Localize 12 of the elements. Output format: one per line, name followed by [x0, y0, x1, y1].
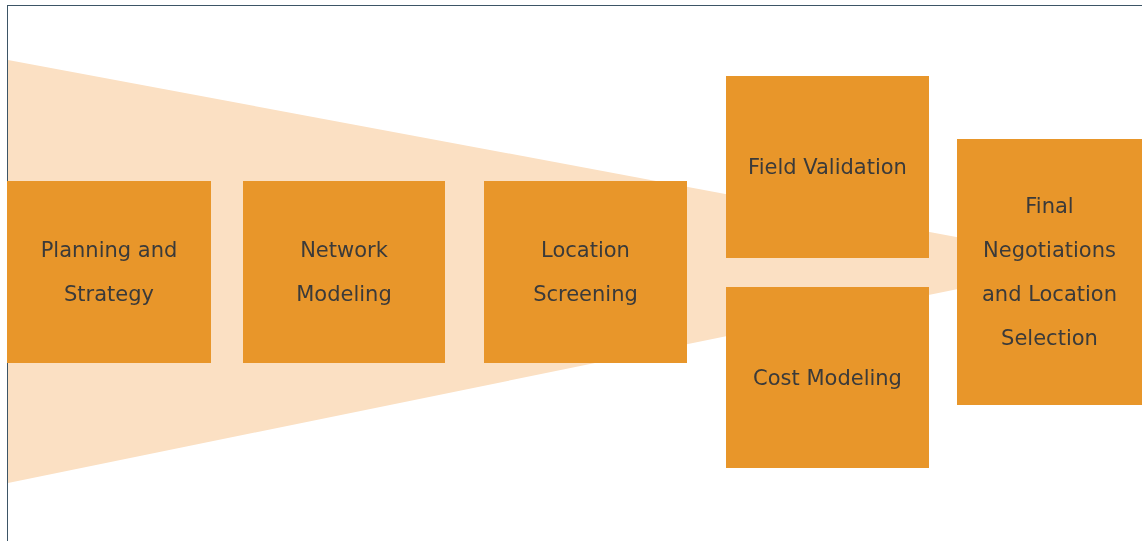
process-box — [484, 181, 687, 363]
step-label: Network Modeling — [295, 237, 393, 308]
process-box — [726, 76, 929, 258]
process-box — [726, 287, 929, 468]
step-label: Location Screening — [532, 237, 639, 308]
process-box — [7, 181, 211, 363]
step-label: Field Validation — [748, 154, 907, 181]
step-label: Planning and Strategy — [39, 237, 179, 308]
process-box — [957, 139, 1142, 405]
process-box — [243, 181, 445, 363]
step-label: Final Negotiations and Location Selection — [981, 193, 1118, 352]
step-label: Cost Modeling — [753, 364, 902, 392]
